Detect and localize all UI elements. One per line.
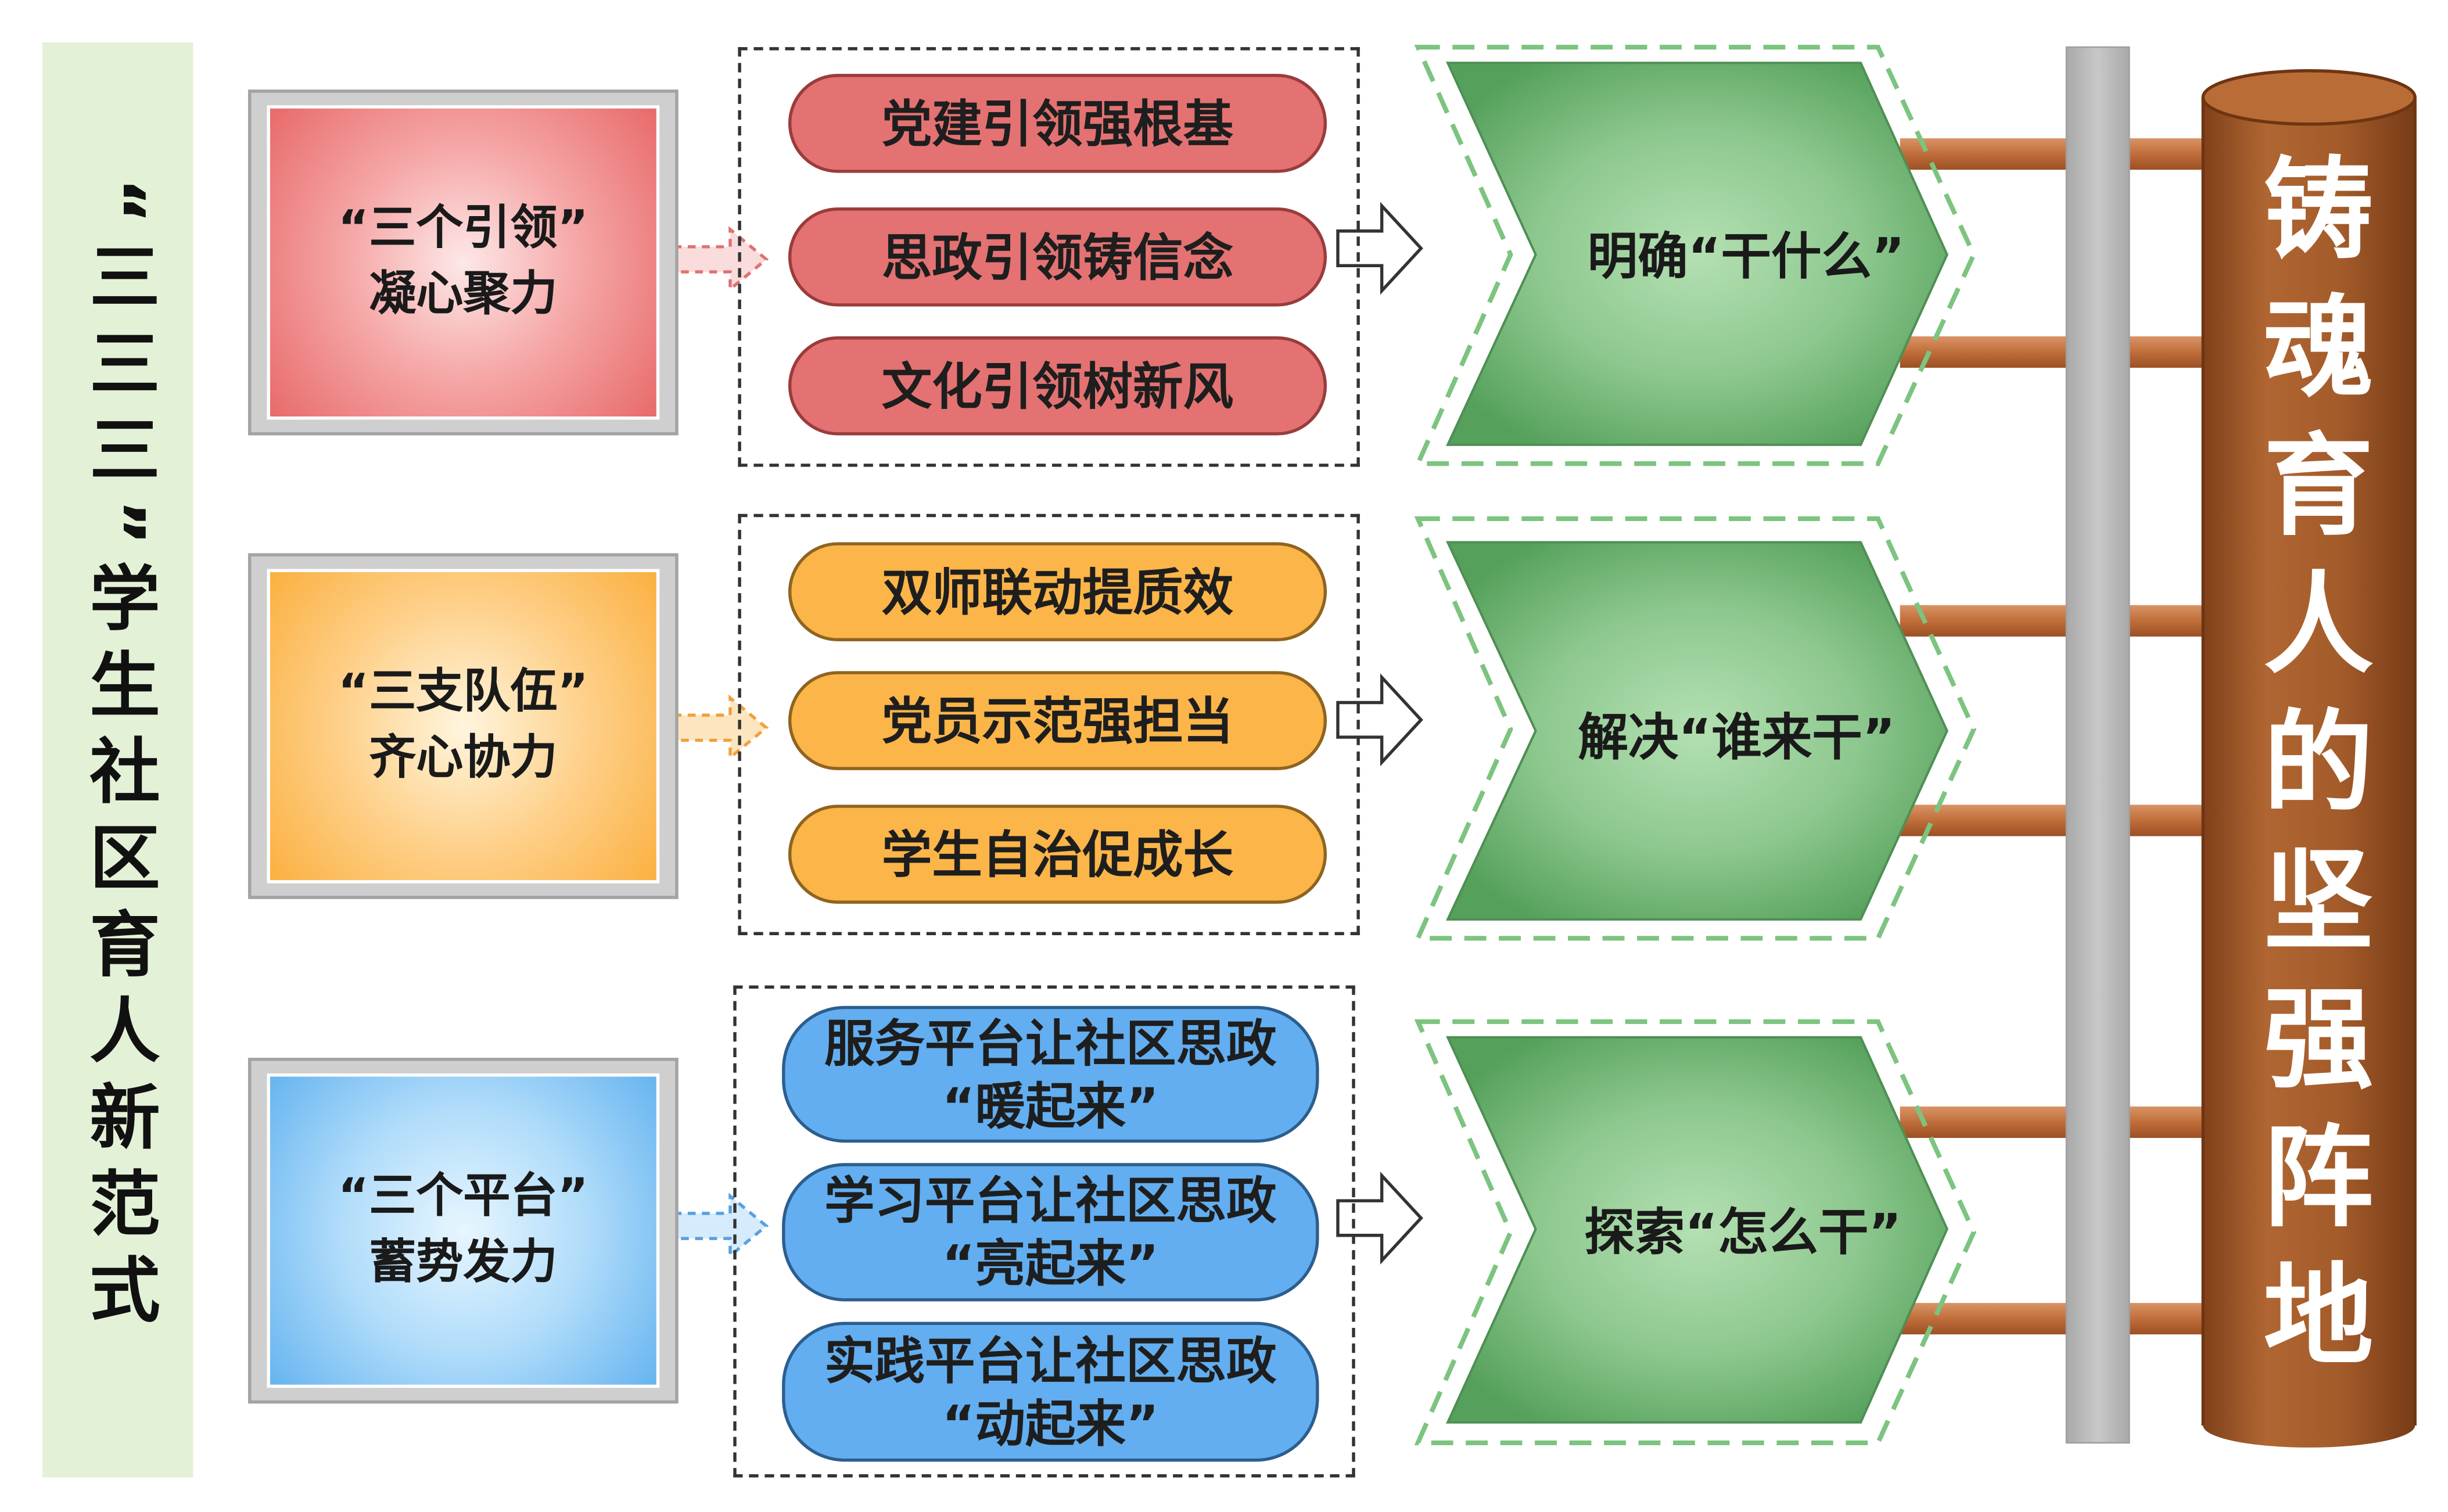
source-subheading: 凝心聚力 (369, 267, 558, 322)
source-box-leadership: “三个引领” 凝心聚力 (248, 89, 679, 436)
goal-cylinder (2201, 69, 2417, 1448)
chevron-3 (1414, 1019, 1977, 1445)
pill-label: 党建引领强根基 (881, 93, 1234, 153)
pill-item: 文化引领树新风 (788, 336, 1327, 436)
pill-item: 服务平台让社区思政 “暖起来” (782, 1005, 1319, 1143)
source-box-inner: “三支队伍” 齐心协力 (267, 569, 660, 884)
pill-label: 学生自治促成长 (881, 824, 1234, 885)
source-heading: “三个平台” (338, 1169, 588, 1224)
outcome-label-2: 解决“谁来干” (1578, 707, 1896, 767)
source-box-inner: “三个引领” 凝心聚力 (267, 105, 660, 420)
group-box-1 (738, 47, 1360, 467)
pill-label: 党员示范强担当 (881, 691, 1234, 751)
goal-text: 铸魂育人的坚强阵地 (2245, 150, 2374, 1396)
pill-label-second: “暖起来” (942, 1076, 1159, 1136)
rung (1900, 1106, 2208, 1138)
rung (1900, 138, 2208, 170)
rung (1900, 1303, 2208, 1335)
pill-item: 党员示范强担当 (788, 671, 1327, 770)
pill-item: 双师联动提质效 (788, 542, 1327, 641)
rung (1900, 336, 2208, 368)
source-box-teams: “三支队伍” 齐心协力 (248, 553, 679, 899)
pill-item: 实践平台让社区思政 “动起来” (782, 1321, 1319, 1462)
source-box-inner: “三个平台” 蓄势发力 (267, 1073, 660, 1388)
rung (1900, 805, 2208, 836)
left-title-panel: “三三三”学生社区育人新范式 (42, 42, 193, 1478)
pill-label: 实践平台让社区思政 (824, 1330, 1277, 1391)
outcome-label-3: 探索“怎么干” (1584, 1202, 1902, 1262)
outcome-label-1: 明确“干什么” (1587, 226, 1905, 286)
pill-label-second: “亮起来” (942, 1234, 1159, 1294)
source-heading: “三支队伍” (338, 665, 588, 720)
chevron-2 (1414, 516, 1977, 941)
pill-label: 学习平台让社区思政 (824, 1170, 1277, 1231)
pill-label: 思政引领铸信念 (881, 227, 1234, 287)
chevron-1 (1414, 45, 1977, 466)
source-subheading: 齐心协力 (369, 731, 558, 786)
pill-item: 学习平台让社区思政 “亮起来” (782, 1163, 1319, 1302)
left-title: “三三三”学生社区育人新范式 (77, 177, 160, 1339)
group-box-3 (733, 985, 1355, 1478)
pill-item: 学生自治促成长 (788, 805, 1327, 904)
pill-label: 文化引领树新风 (881, 355, 1234, 416)
pill-item: 党建引领强根基 (788, 74, 1327, 173)
source-heading: “三个引领” (338, 201, 588, 257)
block-arrow-2 (1336, 673, 1423, 767)
source-box-platforms: “三个平台” 蓄势发力 (248, 1058, 679, 1404)
pill-label: 服务平台让社区思政 (824, 1012, 1277, 1073)
pill-label: 双师联动提质效 (881, 562, 1234, 622)
pill-label-second: “动起来” (942, 1393, 1159, 1453)
group-box-2 (738, 513, 1360, 935)
rung (1900, 605, 2208, 637)
pill-item: 思政引领铸信念 (788, 207, 1327, 307)
block-arrow-3 (1336, 1172, 1423, 1265)
gray-vertical-bar (2065, 46, 2130, 1444)
source-subheading: 蓄势发力 (369, 1235, 558, 1291)
block-arrow-1 (1336, 202, 1423, 295)
